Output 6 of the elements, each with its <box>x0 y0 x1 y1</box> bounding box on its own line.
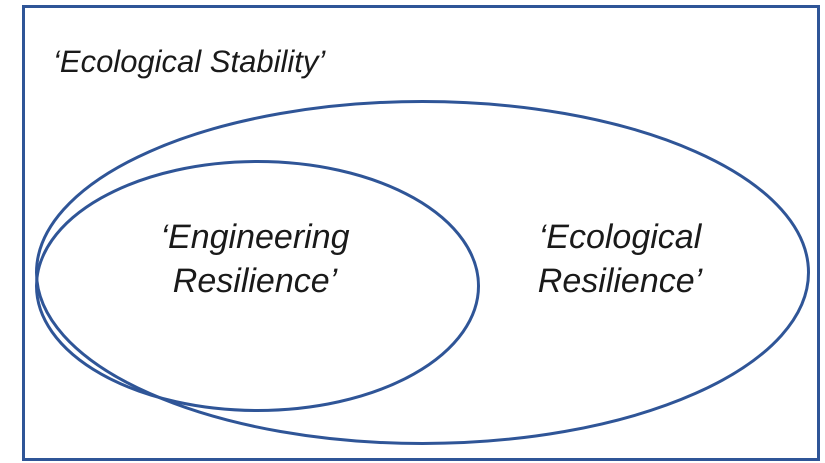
set-label: ‘Ecological Stability’ <box>53 43 327 81</box>
set-label: ‘Engineering Resilience’ <box>159 217 351 302</box>
set-ellipse <box>35 100 810 445</box>
set-label: ‘Ecological Resilience’ <box>536 217 704 302</box>
subset-ellipse <box>35 160 480 412</box>
outer-set-box <box>22 5 820 461</box>
